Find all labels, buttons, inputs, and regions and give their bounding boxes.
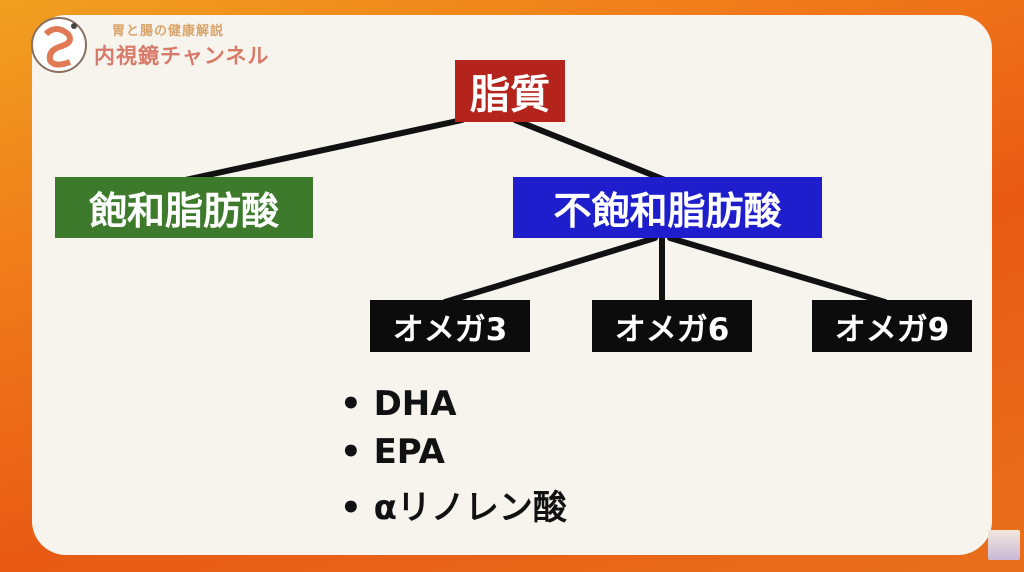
node-unsaturated-fatty-acid: 不飽和脂肪酸 (513, 177, 822, 238)
logo-title: 内視鏡チャンネル (94, 44, 270, 68)
connector-root-unsaturated (512, 117, 668, 183)
node-saturated-fatty-acid: 飽和脂肪酸 (55, 177, 313, 238)
node-omega9: オメガ9 (812, 300, 972, 352)
endoscope-channel-logo-icon (31, 17, 87, 73)
logo-subtitle: 胃と腸の健康解説 (112, 24, 225, 39)
bullet-dha: • DHA (340, 384, 457, 424)
connector-omega9 (667, 235, 888, 305)
connector-root-saturated (182, 117, 465, 183)
node-omega3: オメガ3 (370, 300, 530, 352)
bullet-alpha-linolenic-acid: • αリノレン酸 (340, 488, 567, 528)
bullet-epa: • EPA (340, 432, 445, 472)
connector-omega3 (442, 235, 658, 305)
node-omega6: オメガ6 (592, 300, 752, 352)
presenter-thumbnail (988, 530, 1020, 560)
node-lipid: 脂質 (455, 60, 565, 122)
